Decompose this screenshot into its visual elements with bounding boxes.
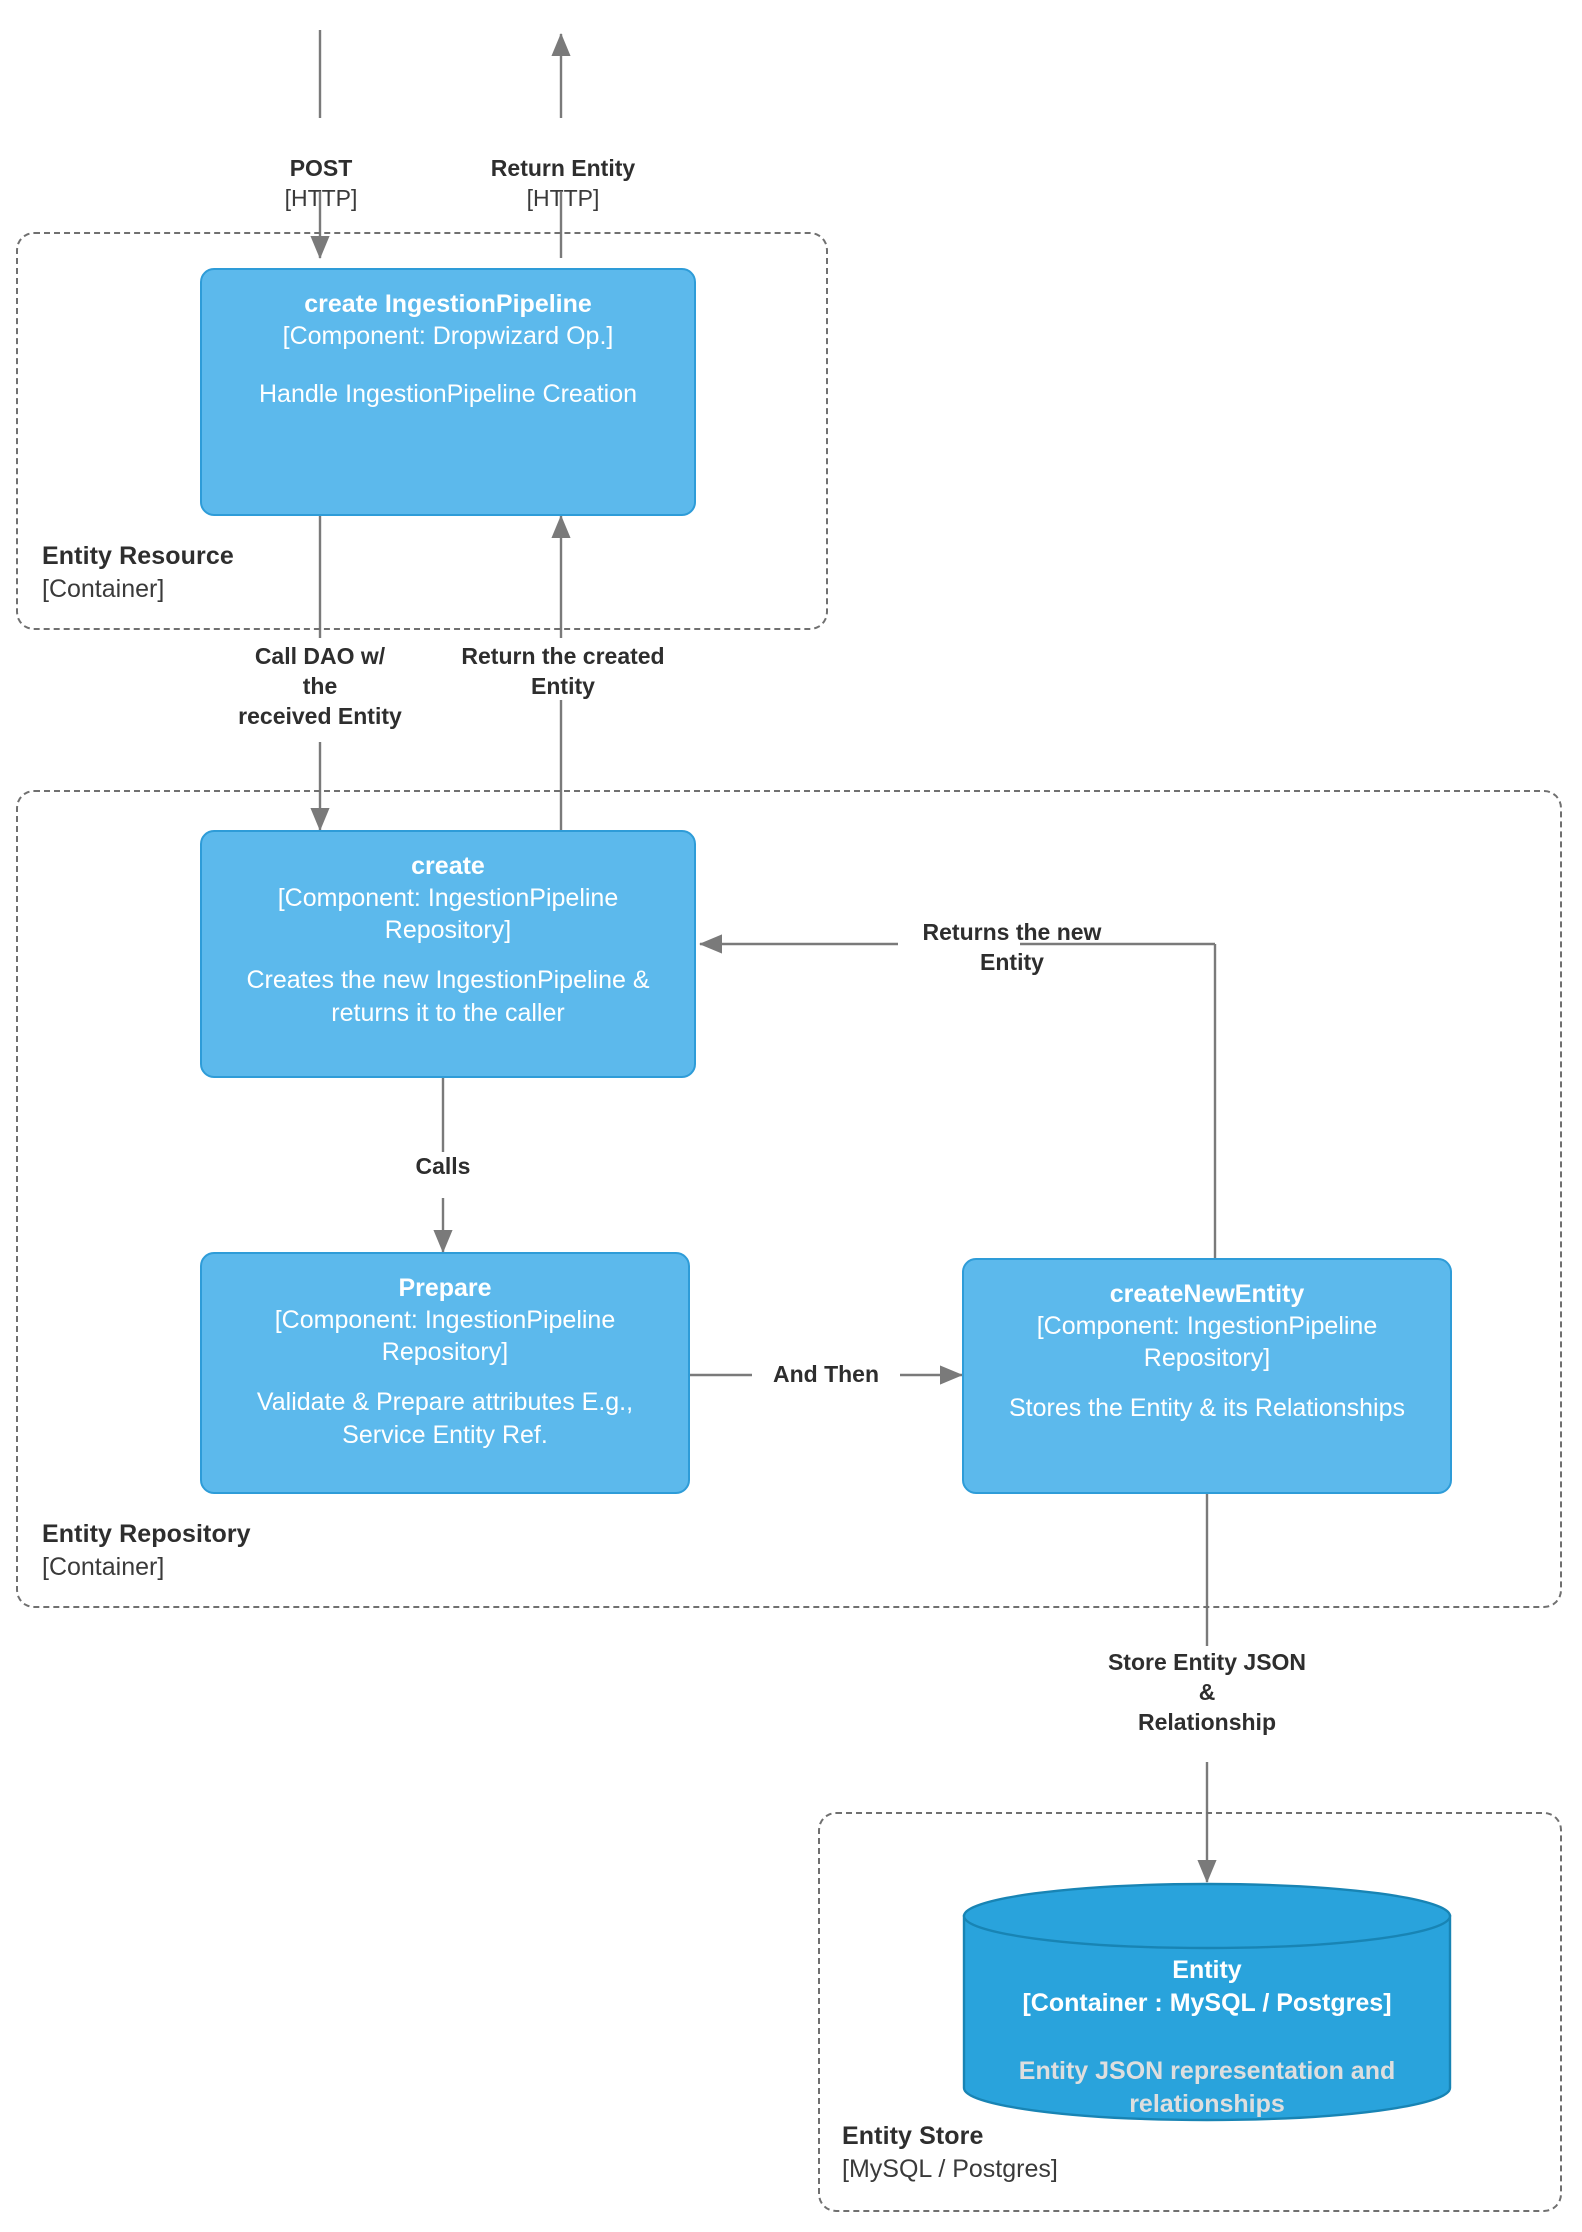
boundary-label-entity-repository: Entity Repository [Container] — [42, 1520, 251, 1581]
edge-label-return-entity: Return Entity [HTTP] — [490, 154, 636, 211]
database-description: Entity JSON representation and relations… — [1018, 2057, 1396, 2118]
boundary-label-entity-resource: Entity Resource [Container] — [42, 542, 234, 603]
edge-label-store-entity: Store Entity JSON & Relationship — [1107, 1649, 1307, 1735]
edge-label-calls: Calls — [415, 1153, 471, 1179]
component-description: Stores the Entity & its Relationships — [1008, 1394, 1406, 1422]
edge-label-return-created: Return the created Entity — [461, 643, 665, 699]
component-description: Validate & Prepare attributes E.g., Serv… — [256, 1388, 634, 1449]
database-tech: [Container : MySQL / Postgres] — [1022, 1988, 1392, 2017]
component-prepare[interactable]: Prepare [Component: IngestionPipeline Re… — [200, 1252, 690, 1494]
component-title: create — [411, 852, 485, 880]
edge-label-and-then: And Then — [772, 1361, 880, 1387]
component-title: Prepare — [398, 1274, 492, 1302]
cylinder-shape — [962, 1882, 1452, 2122]
edge-label-call-dao: Call DAO w/ the received Entity — [238, 643, 402, 729]
component-title: create IngestionPipeline — [304, 290, 592, 318]
boundary-entity-store — [818, 1812, 1562, 2212]
component-tech: [Component: IngestionPipeline Repository… — [274, 1306, 616, 1366]
database-title: Entity — [1172, 1956, 1242, 1984]
component-create[interactable]: create [Component: IngestionPipeline Rep… — [200, 830, 696, 1078]
component-tech: [Component: Dropwizard Op.] — [282, 322, 614, 350]
database-entity[interactable]: Entity [Container : MySQL / Postgres] En… — [962, 1882, 1452, 2122]
boundary-entity-resource — [16, 232, 828, 630]
component-tech: [Component: IngestionPipeline Repository… — [1036, 1312, 1378, 1372]
component-create-new-entity[interactable]: createNewEntity [Component: IngestionPip… — [962, 1258, 1452, 1494]
component-tech: [Component: IngestionPipeline Repository… — [277, 884, 619, 944]
edge-label-post: POST [HTTP] — [284, 154, 358, 211]
component-create-ingestion-pipeline[interactable]: create IngestionPipeline [Component: Dro… — [200, 268, 696, 516]
edge-label-returns-new: Returns the new Entity — [922, 919, 1102, 975]
component-description: Handle IngestionPipeline Creation — [258, 380, 638, 408]
boundary-label-entity-store: Entity Store [MySQL / Postgres] — [842, 2122, 1058, 2183]
component-title: createNewEntity — [1109, 1280, 1305, 1308]
database-text-block: Entity [Container : MySQL / Postgres] En… — [962, 1954, 1452, 2120]
component-description: Creates the new IngestionPipeline & retu… — [246, 966, 650, 1027]
boundary-entity-repository — [16, 790, 1562, 1608]
